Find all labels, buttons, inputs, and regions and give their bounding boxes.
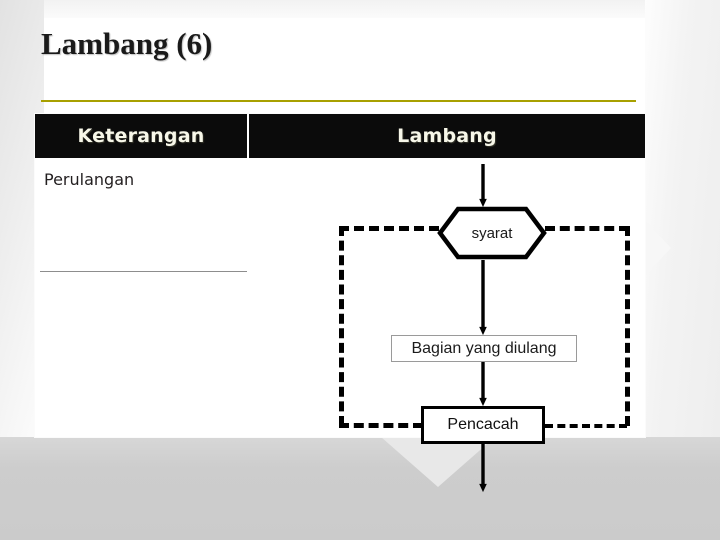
flow-node-pencacah: Pencacah	[421, 406, 545, 444]
flowchart-connectors	[479, 164, 487, 493]
background-top-strip	[0, 0, 720, 18]
table-column-divider	[247, 114, 249, 158]
dashed-edge-right-vertical	[625, 226, 630, 426]
column-header-keterangan: Keterangan	[77, 125, 205, 147]
table-header-row: Keterangan Lambang	[35, 114, 645, 158]
column-header-lambang: Lambang	[397, 125, 497, 147]
flow-node-bagian-yang-diulang: Bagian yang diulang	[391, 335, 577, 362]
dashed-edge-top-left	[339, 226, 439, 231]
dashed-edge-bottom-left	[339, 423, 423, 428]
cell-keterangan-perulangan: Perulangan	[44, 170, 135, 189]
chevron-down-icon	[381, 437, 495, 487]
table-body: Perulangan	[35, 158, 645, 493]
dashed-edge-left-vertical	[339, 226, 344, 426]
chevron-right-icon	[645, 220, 671, 276]
hexagon-shape	[437, 206, 547, 260]
dashed-edge-top-right	[545, 226, 629, 231]
flow-node-syarat-label: syarat	[471, 224, 513, 242]
title-underline-rule	[41, 100, 636, 102]
symbol-table: Keterangan Lambang Perulangan	[35, 114, 645, 493]
dashed-edge-bottom-right	[545, 424, 627, 428]
flow-node-syarat: syarat	[437, 206, 547, 260]
row-separator-rule	[40, 271, 247, 272]
cell-lambang-flowchart: syarat Bagian yang diulang Pencacah	[249, 158, 645, 493]
page-title: Lambang (6)	[41, 26, 213, 61]
background-bottom-band	[0, 437, 720, 540]
